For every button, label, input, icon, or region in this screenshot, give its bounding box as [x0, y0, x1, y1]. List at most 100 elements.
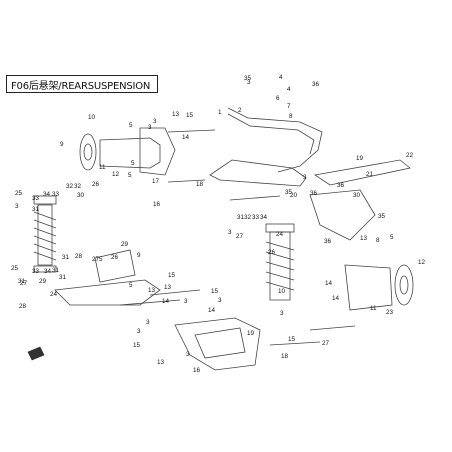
callout-label: 25	[11, 265, 19, 272]
callout-label: 27	[92, 256, 100, 263]
callout-label: 36	[324, 238, 332, 245]
right-knuckle	[344, 264, 393, 311]
callout-label: 31	[32, 206, 40, 213]
callout-label: 14	[208, 307, 216, 314]
callout-label: 32	[74, 183, 82, 190]
callout-label: 3	[247, 79, 251, 86]
callout-label: 3	[148, 124, 152, 131]
callout-label: 31	[62, 254, 70, 261]
callout-label: 30	[77, 192, 85, 199]
callout-label: 31	[52, 267, 60, 274]
callout-label: 24	[276, 231, 284, 238]
callout-label: 3	[280, 310, 284, 317]
frame-tube-upper	[227, 107, 323, 173]
callout-label: 6	[276, 95, 280, 102]
right-upper-arm	[309, 189, 376, 241]
diagram-title: F06后悬架/REARSUSPENSION	[11, 81, 151, 92]
callout-label: 16	[153, 201, 161, 208]
callout-label: 35	[378, 213, 386, 220]
callout-label: 18	[281, 353, 289, 360]
center-lower-arm-inner	[194, 327, 246, 359]
right-disc-hub	[399, 275, 409, 295]
callout-label: 15	[168, 272, 176, 279]
callout-label: 13	[164, 284, 172, 291]
callout-label: 25	[15, 190, 23, 197]
left-shock-top-mount	[33, 195, 57, 205]
callout-label: 3	[303, 174, 307, 181]
callout-label: 21	[366, 171, 374, 178]
callout-label: 9	[137, 252, 141, 259]
callout-label: 23	[386, 309, 394, 316]
left-lower-bracket	[94, 249, 136, 283]
left-shock-spring	[33, 211, 57, 261]
callout-label: 3	[15, 203, 19, 210]
frame-tube-inner	[227, 113, 315, 155]
callout-label: 33	[52, 191, 60, 198]
left-brake-disc	[79, 133, 97, 171]
tie-rod-right	[313, 159, 411, 186]
callout-label: 14	[182, 134, 190, 141]
callout-label: 15	[288, 336, 296, 343]
callout-label: 13	[148, 287, 156, 294]
callout-label: 3	[184, 298, 188, 305]
center-shock-spring	[265, 241, 295, 291]
callout-label: 14	[325, 280, 333, 287]
callout-label: 33	[32, 268, 40, 275]
callout-label: 34	[260, 214, 268, 221]
callout-label: 5	[128, 172, 132, 179]
callout-label: 28	[75, 253, 83, 260]
callout-label: 29	[39, 278, 47, 285]
callout-label: 35	[244, 75, 252, 82]
callout-label: 15	[186, 112, 194, 119]
callout-label: 19	[356, 155, 364, 162]
callout-label: 5	[131, 160, 135, 167]
callout-label: 9	[60, 141, 64, 148]
left-axle-housing	[99, 137, 161, 169]
callout-label: 33	[252, 214, 260, 221]
callout-label: 13	[172, 111, 180, 118]
callout-label: 35	[285, 189, 293, 196]
left-disc-hub	[83, 143, 93, 161]
callout-label: 26	[268, 249, 276, 256]
diagram-title-box: F06后悬架/REARSUSPENSION	[6, 75, 158, 93]
callout-label: 32	[66, 183, 74, 190]
left-shock-bottom-mount	[33, 265, 57, 273]
callout-label: 20	[290, 192, 298, 199]
callout-label: 34	[44, 268, 52, 275]
callout-label: 11	[99, 164, 106, 171]
callout-label: 28	[19, 303, 27, 310]
callout-label: 18	[196, 181, 204, 188]
callout-label: 3	[137, 328, 141, 335]
callout-label: 10	[88, 114, 96, 121]
center-lower-arm	[174, 317, 261, 371]
callout-label: 8	[376, 237, 380, 244]
callout-label: 12	[418, 259, 426, 266]
callout-label: 11	[370, 305, 377, 312]
callout-label: 3	[186, 351, 190, 358]
callout-label: 32	[244, 214, 252, 221]
callout-label: 15	[133, 342, 141, 349]
callout-label: 2	[238, 107, 242, 114]
callout-label: 36	[312, 81, 320, 88]
callout-label: 22	[406, 152, 414, 159]
callout-label: 1	[218, 109, 222, 116]
callout-label: 30	[353, 192, 361, 199]
callout-label: 33	[32, 195, 40, 202]
parts-drawing	[33, 107, 414, 371]
callout-label: 10	[278, 288, 286, 295]
callout-label: 8	[289, 113, 293, 120]
callout-label: 14	[332, 295, 340, 302]
callout-label: 31	[59, 274, 67, 281]
callout-label: 5	[390, 234, 394, 241]
callout-label: 31	[18, 278, 26, 285]
callout-label: 14	[162, 298, 170, 305]
callout-label: 3	[218, 297, 222, 304]
callout-label: 27	[236, 233, 244, 240]
left-shock-body	[37, 204, 53, 266]
callout-label: 29	[121, 241, 129, 248]
callout-label: 34	[43, 191, 51, 198]
callout-label: 5	[99, 256, 103, 263]
left-lower-arm	[54, 279, 161, 306]
callout-label: 5	[129, 282, 133, 289]
